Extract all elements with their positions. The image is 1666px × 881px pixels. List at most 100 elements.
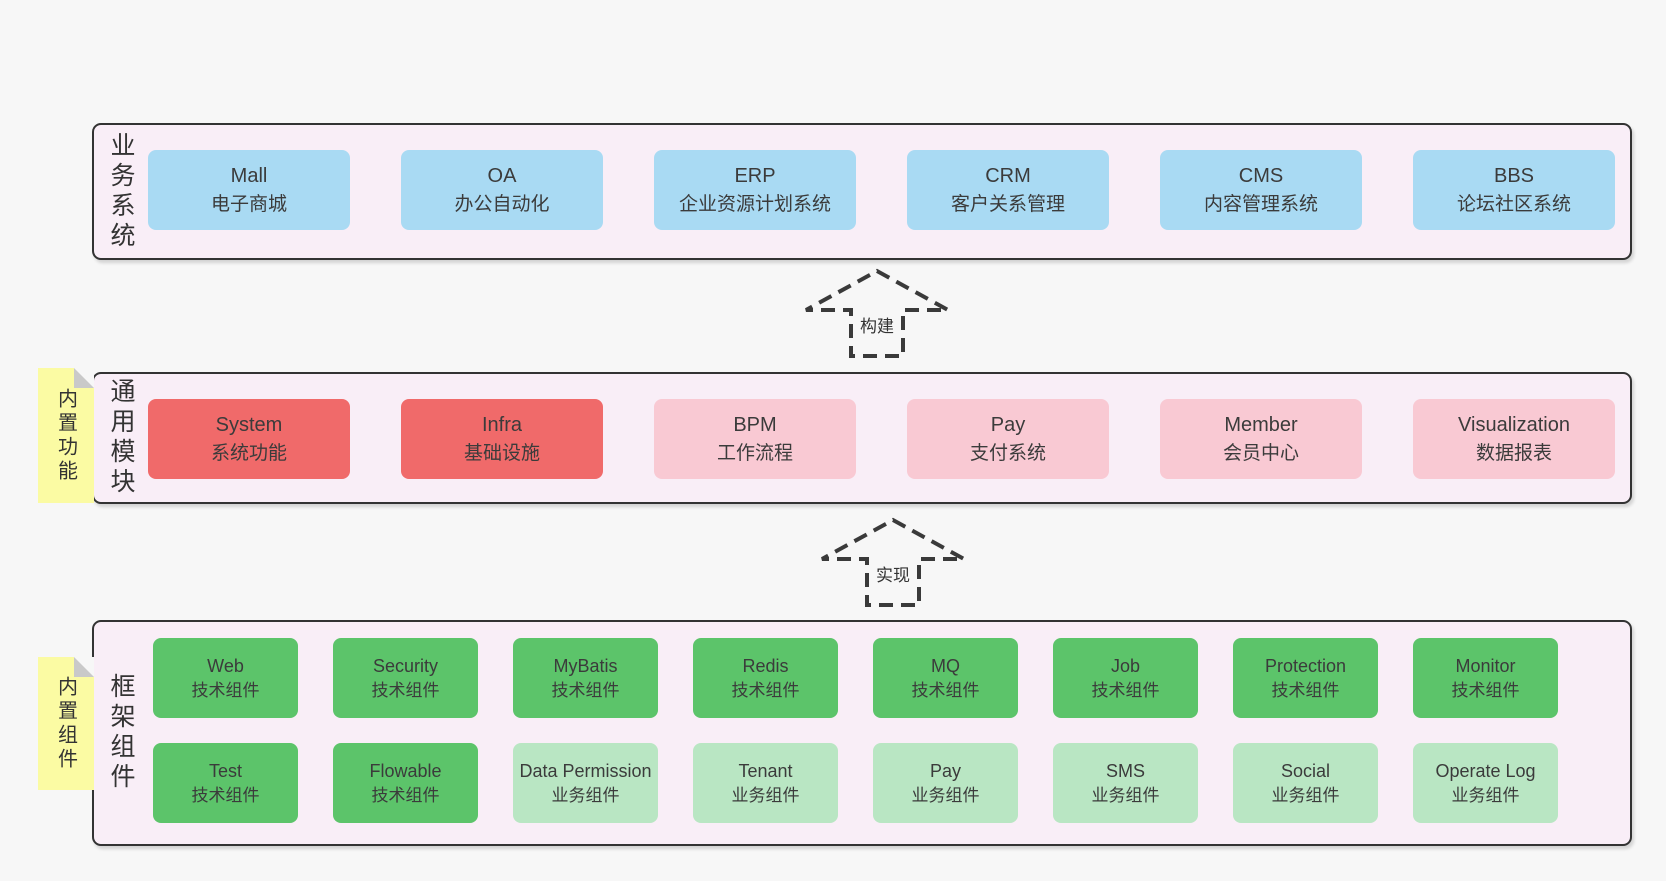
- fold-corner-icon: [74, 657, 94, 677]
- arrow-build-label: 构建: [858, 312, 896, 337]
- box-subtitle: 技术组件: [1091, 681, 1160, 701]
- box-subtitle: 业务组件: [551, 786, 620, 806]
- box-pay-biz: Pay 业务组件: [873, 743, 1018, 823]
- box-title: Pay: [929, 760, 962, 781]
- box-subtitle: 技术组件: [551, 681, 620, 701]
- box-subtitle: 技术组件: [911, 681, 980, 701]
- box-system: System 系统功能: [148, 399, 350, 479]
- box-title: Test: [208, 760, 242, 781]
- box-bbs: BBS 论坛社区系统: [1413, 150, 1615, 230]
- box-test: Test 技术组件: [153, 743, 298, 823]
- box-subtitle: 技术组件: [371, 681, 440, 701]
- box-subtitle: 内容管理系统: [1203, 193, 1318, 215]
- box-title: Redis: [742, 655, 789, 676]
- box-data-permission: Data Permission 业务组件: [513, 743, 658, 823]
- box-subtitle: 技术组件: [731, 681, 800, 701]
- band-framework-components: 框架组件: [92, 620, 1632, 846]
- box-title: ERP: [734, 164, 776, 187]
- box-title: SMS: [1105, 760, 1145, 781]
- arrow-implement: 实现: [820, 517, 966, 609]
- box-mall: Mall 电子商城: [148, 150, 350, 230]
- box-pay: Pay 支付系统: [907, 399, 1109, 479]
- box-subtitle: 支付系统: [969, 442, 1046, 464]
- box-subtitle: 系统功能: [210, 442, 287, 464]
- box-title: Protection: [1264, 655, 1347, 676]
- box-mybatis: MyBatis 技术组件: [513, 638, 658, 718]
- box-title: Flowable: [369, 760, 442, 781]
- box-monitor: Monitor 技术组件: [1413, 638, 1558, 718]
- box-subtitle: 技术组件: [371, 786, 440, 806]
- box-subtitle: 会员中心: [1222, 442, 1299, 464]
- band-business-label: 业务系统: [107, 131, 135, 252]
- box-title: Mall: [230, 164, 268, 187]
- box-oa: OA 办公自动化: [401, 150, 603, 230]
- fold-corner-icon: [74, 368, 94, 388]
- box-title: Social: [1280, 760, 1331, 781]
- box-infra: Infra 基础设施: [401, 399, 603, 479]
- box-title: MyBatis: [553, 655, 618, 676]
- up-arrow-icon: [821, 517, 965, 607]
- box-subtitle: 技术组件: [191, 681, 260, 701]
- sticky-built-in-features: 内置功能: [38, 368, 94, 503]
- box-member: Member 会员中心: [1160, 399, 1362, 479]
- box-title: Pay: [990, 413, 1026, 436]
- box-subtitle: 技术组件: [191, 786, 260, 806]
- box-title: BBS: [1493, 164, 1535, 187]
- box-crm: CRM 客户关系管理: [907, 150, 1109, 230]
- box-title: Job: [1110, 655, 1141, 676]
- box-title: CRM: [985, 164, 1031, 187]
- box-flowable: Flowable 技术组件: [333, 743, 478, 823]
- box-cms: CMS 内容管理系统: [1160, 150, 1362, 230]
- box-subtitle: 技术组件: [1451, 681, 1520, 701]
- box-subtitle: 工作流程: [716, 442, 793, 464]
- box-subtitle: 业务组件: [1091, 786, 1160, 806]
- box-title: Security: [372, 655, 439, 676]
- box-redis: Redis 技术组件: [693, 638, 838, 718]
- box-title: OA: [487, 164, 517, 187]
- box-subtitle: 论坛社区系统: [1456, 193, 1571, 215]
- box-tenant: Tenant 业务组件: [693, 743, 838, 823]
- band-modules-label: 通用模块: [107, 378, 135, 498]
- sticky-built-in-components: 内置组件: [38, 657, 94, 790]
- box-title: MQ: [931, 655, 960, 676]
- box-social: Social 业务组件: [1233, 743, 1378, 823]
- box-title: Member: [1224, 413, 1298, 436]
- box-title: Operate Log: [1435, 760, 1536, 781]
- box-title: BPM: [733, 413, 777, 436]
- box-subtitle: 办公自动化: [454, 193, 550, 215]
- box-subtitle: 业务组件: [731, 786, 800, 806]
- box-title: Infra: [481, 413, 523, 436]
- box-job: Job 技术组件: [1053, 638, 1198, 718]
- box-subtitle: 电子商城: [210, 193, 287, 215]
- band-components-label: 框架组件: [107, 673, 135, 793]
- box-operate-log: Operate Log 业务组件: [1413, 743, 1558, 823]
- box-visualization: Visualization 数据报表: [1413, 399, 1615, 479]
- box-title: Monitor: [1455, 655, 1516, 676]
- box-subtitle: 数据报表: [1475, 442, 1552, 464]
- box-title: Tenant: [738, 760, 793, 781]
- box-title: Visualization: [1458, 413, 1570, 436]
- box-protection: Protection 技术组件: [1233, 638, 1378, 718]
- box-title: System: [215, 413, 283, 436]
- box-security: Security 技术组件: [333, 638, 478, 718]
- box-subtitle: 企业资源计划系统: [678, 193, 831, 215]
- box-sms: SMS 业务组件: [1053, 743, 1198, 823]
- box-subtitle: 业务组件: [1271, 786, 1340, 806]
- sticky-label: 内置组件: [54, 675, 77, 772]
- box-erp: ERP 企业资源计划系统: [654, 150, 856, 230]
- box-subtitle: 技术组件: [1271, 681, 1340, 701]
- box-subtitle: 业务组件: [911, 786, 980, 806]
- box-subtitle: 基础设施: [463, 442, 540, 464]
- box-web: Web 技术组件: [153, 638, 298, 718]
- box-subtitle: 客户关系管理: [950, 193, 1065, 215]
- box-title: CMS: [1238, 164, 1284, 187]
- box-subtitle: 业务组件: [1451, 786, 1520, 806]
- box-title: Data Permission: [519, 760, 652, 781]
- arrow-implement-label: 实现: [874, 561, 912, 586]
- up-arrow-icon: [805, 268, 949, 358]
- sticky-label: 内置功能: [54, 387, 77, 484]
- box-title: Web: [207, 655, 244, 676]
- box-mq: MQ 技术组件: [873, 638, 1018, 718]
- arrow-build: 构建: [804, 268, 950, 360]
